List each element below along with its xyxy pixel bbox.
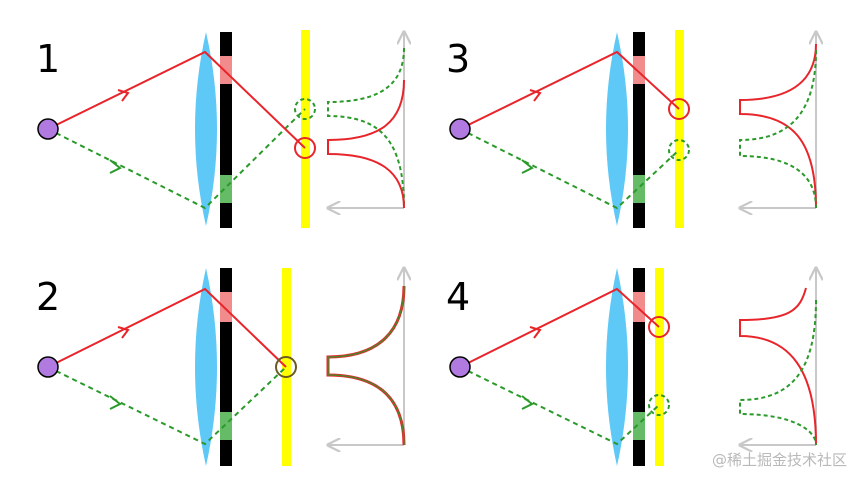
- red-ray: [459, 287, 660, 368]
- light-source: [449, 356, 471, 378]
- red-ray-arrowhead: [529, 326, 542, 339]
- lens: [195, 32, 217, 226]
- green-dashed-ray: [459, 366, 660, 446]
- red-ray-arrowhead: [117, 89, 130, 102]
- light-source: [449, 118, 471, 140]
- red-intensity-curve: [326, 285, 406, 446]
- lens: [606, 32, 628, 226]
- red-intensity-curve: [739, 43, 817, 209]
- green-dashed-ray: [47, 366, 287, 446]
- red-hit-marker: [668, 98, 690, 120]
- green-intensity-curve: [327, 47, 405, 209]
- lens: [195, 268, 217, 466]
- green-ray-arrowhead: [109, 395, 122, 410]
- upper-slit: [220, 56, 232, 84]
- green-dashed-ray: [459, 128, 680, 210]
- panel-1: 1: [36, 30, 404, 228]
- watermark: @稀土掘金技术社区: [711, 451, 847, 469]
- upper-slit: [633, 292, 645, 322]
- screen: [301, 30, 310, 228]
- green-ray-arrowhead: [521, 395, 534, 410]
- green-intensity-curve: [739, 49, 817, 209]
- green-dashed-ray: [47, 108, 306, 210]
- panel-4: 4: [446, 268, 816, 466]
- red-intensity-curve: [327, 79, 405, 209]
- upper-slit: [220, 292, 232, 322]
- lower-slit: [633, 175, 645, 203]
- light-source: [37, 356, 59, 378]
- red-ray: [47, 50, 306, 149]
- green-intensity-curve: [327, 285, 405, 446]
- light-source: [37, 118, 59, 140]
- red-ray-arrowhead: [117, 326, 130, 339]
- lower-slit: [633, 412, 645, 440]
- panel-3: 3: [446, 30, 816, 228]
- green-hit-marker: [668, 139, 690, 161]
- panel-2: 2: [36, 268, 404, 466]
- green-hit-marker: [648, 394, 670, 416]
- red-intensity-curve: [739, 287, 817, 446]
- red-hit-marker: [648, 316, 670, 338]
- lens: [606, 268, 628, 466]
- lower-slit: [220, 412, 232, 440]
- panel-2-number: 2: [36, 275, 60, 319]
- green-intensity-curve: [739, 299, 817, 446]
- red-ray: [47, 287, 287, 368]
- combined-hit-marker: [275, 356, 297, 378]
- panel-4-number: 4: [446, 275, 470, 319]
- upper-slit: [633, 56, 645, 84]
- lower-slit: [220, 175, 232, 203]
- green-ray-arrowhead: [109, 159, 122, 174]
- green-hit-marker: [294, 98, 316, 120]
- red-hit-marker: [294, 137, 316, 159]
- screen: [282, 268, 291, 466]
- red-ray-arrowhead: [529, 89, 542, 102]
- screen: [675, 30, 684, 228]
- panel-1-number: 1: [36, 37, 60, 81]
- screen: [655, 268, 664, 466]
- red-ray: [459, 50, 680, 130]
- green-ray-arrowhead: [521, 159, 534, 174]
- panel-3-number: 3: [446, 37, 470, 81]
